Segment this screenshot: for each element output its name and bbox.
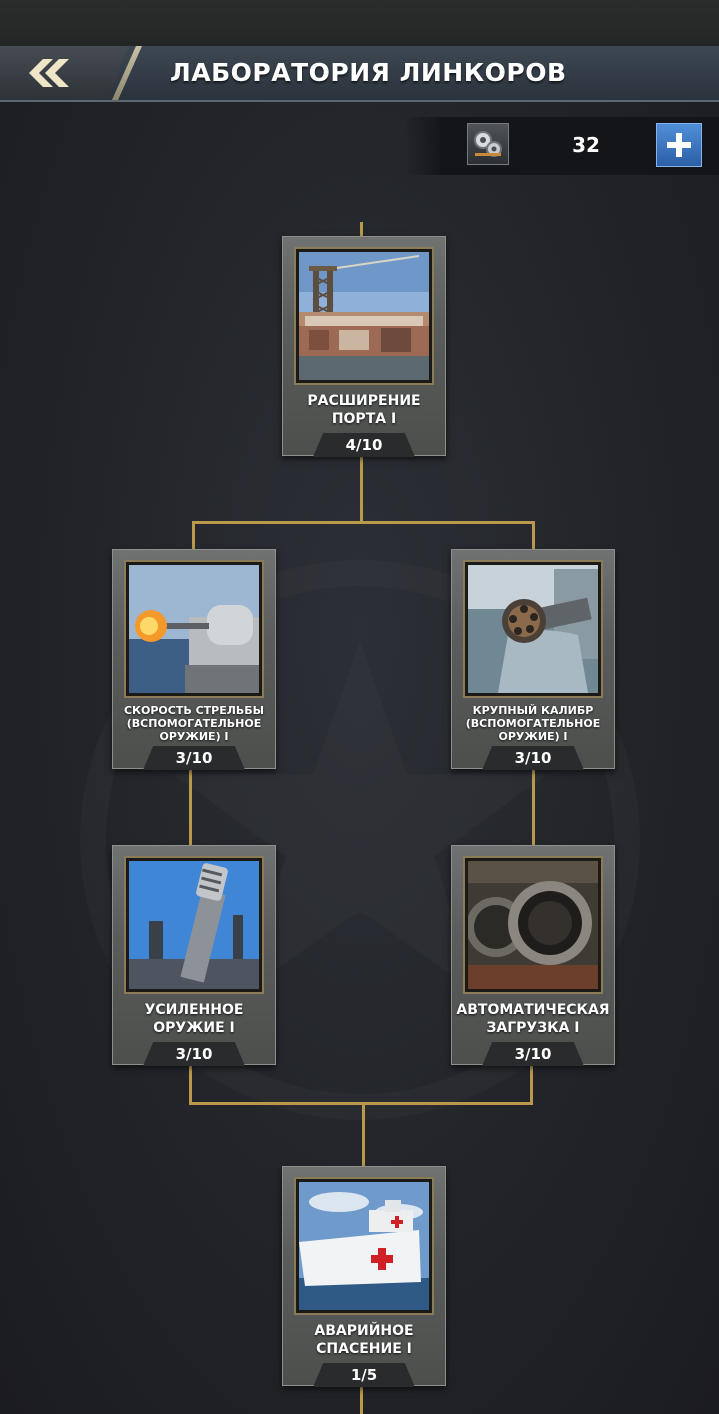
- breech-mechanism-image: [465, 858, 601, 992]
- upgrade-progress: 3/10: [482, 1042, 584, 1066]
- upgrade-label: УСИЛЕННОЕ ОРУЖИЕ I: [144, 1002, 244, 1036]
- upgrade-card-rescue[interactable]: АВАРИЙНОЕ СПАСЕНИЕ I 1/5: [282, 1166, 446, 1387]
- back-button[interactable]: [0, 46, 128, 100]
- upgrade-label: РАСШИРЕНИЕ ПОРТА I: [307, 393, 421, 427]
- plus-icon: [667, 133, 691, 157]
- header-bar: ЛАБОРАТОРИЯ ЛИНКОРОВ: [0, 46, 719, 102]
- double-chevron-left-icon: [29, 59, 69, 87]
- shipyard-image: [296, 249, 432, 383]
- upgrade-label: СКОРОСТЬ СТРЕЛЬБЫ (ВСПОМОГАТЕЛЬНОЕ ОРУЖИ…: [123, 703, 265, 743]
- connector-line: [532, 521, 535, 549]
- upgrade-progress: 1/5: [313, 1363, 415, 1387]
- upgrade-card-caliber[interactable]: КРУПНЫЙ КАЛИБР (ВСПОМОГАТЕЛЬНОЕ ОРУЖИЕ) …: [451, 549, 615, 770]
- upgrade-label: АВАРИЙНОЕ СПАСЕНИЕ I: [314, 1323, 414, 1357]
- top-strip: [0, 0, 719, 46]
- connector-line: [189, 1102, 533, 1105]
- connector-line: [360, 455, 363, 523]
- connector-line: [360, 222, 363, 236]
- connector-line: [532, 768, 535, 845]
- naval-gun-barrel-image: [126, 858, 262, 992]
- upgrade-label: КРУПНЫЙ КАЛИБР (ВСПОМОГАТЕЛЬНОЕ ОРУЖИЕ) …: [465, 703, 601, 743]
- connector-line: [192, 521, 195, 549]
- upgrade-progress: 4/10: [313, 433, 415, 457]
- upgrade-card-port[interactable]: РАСШИРЕНИЕ ПОРТА I 4/10: [282, 236, 446, 457]
- rotary-cannon-image: [465, 562, 601, 696]
- connector-line: [189, 768, 192, 845]
- upgrade-progress: 3/10: [143, 1042, 245, 1066]
- upgrade-card-weapon[interactable]: УСИЛЕННОЕ ОРУЖИЕ I 3/10: [112, 845, 276, 1066]
- hospital-ship-image: [296, 1179, 432, 1313]
- upgrade-card-autoload[interactable]: АВТОМАТИЧЕСКАЯ ЗАГРУЗКА I 3/10: [451, 845, 615, 1066]
- connector-line: [360, 1385, 363, 1414]
- upgrade-card-fire-rate[interactable]: СКОРОСТЬ СТРЕЛЬБЫ (ВСПОМОГАТЕЛЬНОЕ ОРУЖИ…: [112, 549, 276, 770]
- resource-count: 32: [572, 133, 600, 157]
- connector-line: [530, 1063, 533, 1104]
- upgrade-label: АВТОМАТИЧЕСКАЯ ЗАГРУЗКА I: [456, 1002, 610, 1036]
- connector-line: [192, 521, 535, 524]
- connector-line: [362, 1102, 365, 1166]
- gun-firing-image: [126, 562, 262, 696]
- resource-icon-box: [467, 123, 509, 165]
- upgrade-progress: 3/10: [482, 746, 584, 770]
- page-title: ЛАБОРАТОРИЯ ЛИНКОРОВ: [170, 58, 567, 87]
- upgrade-progress: 3/10: [143, 746, 245, 770]
- connector-line: [189, 1063, 192, 1104]
- add-resource-button[interactable]: [656, 123, 702, 167]
- gears-icon: [474, 131, 502, 157]
